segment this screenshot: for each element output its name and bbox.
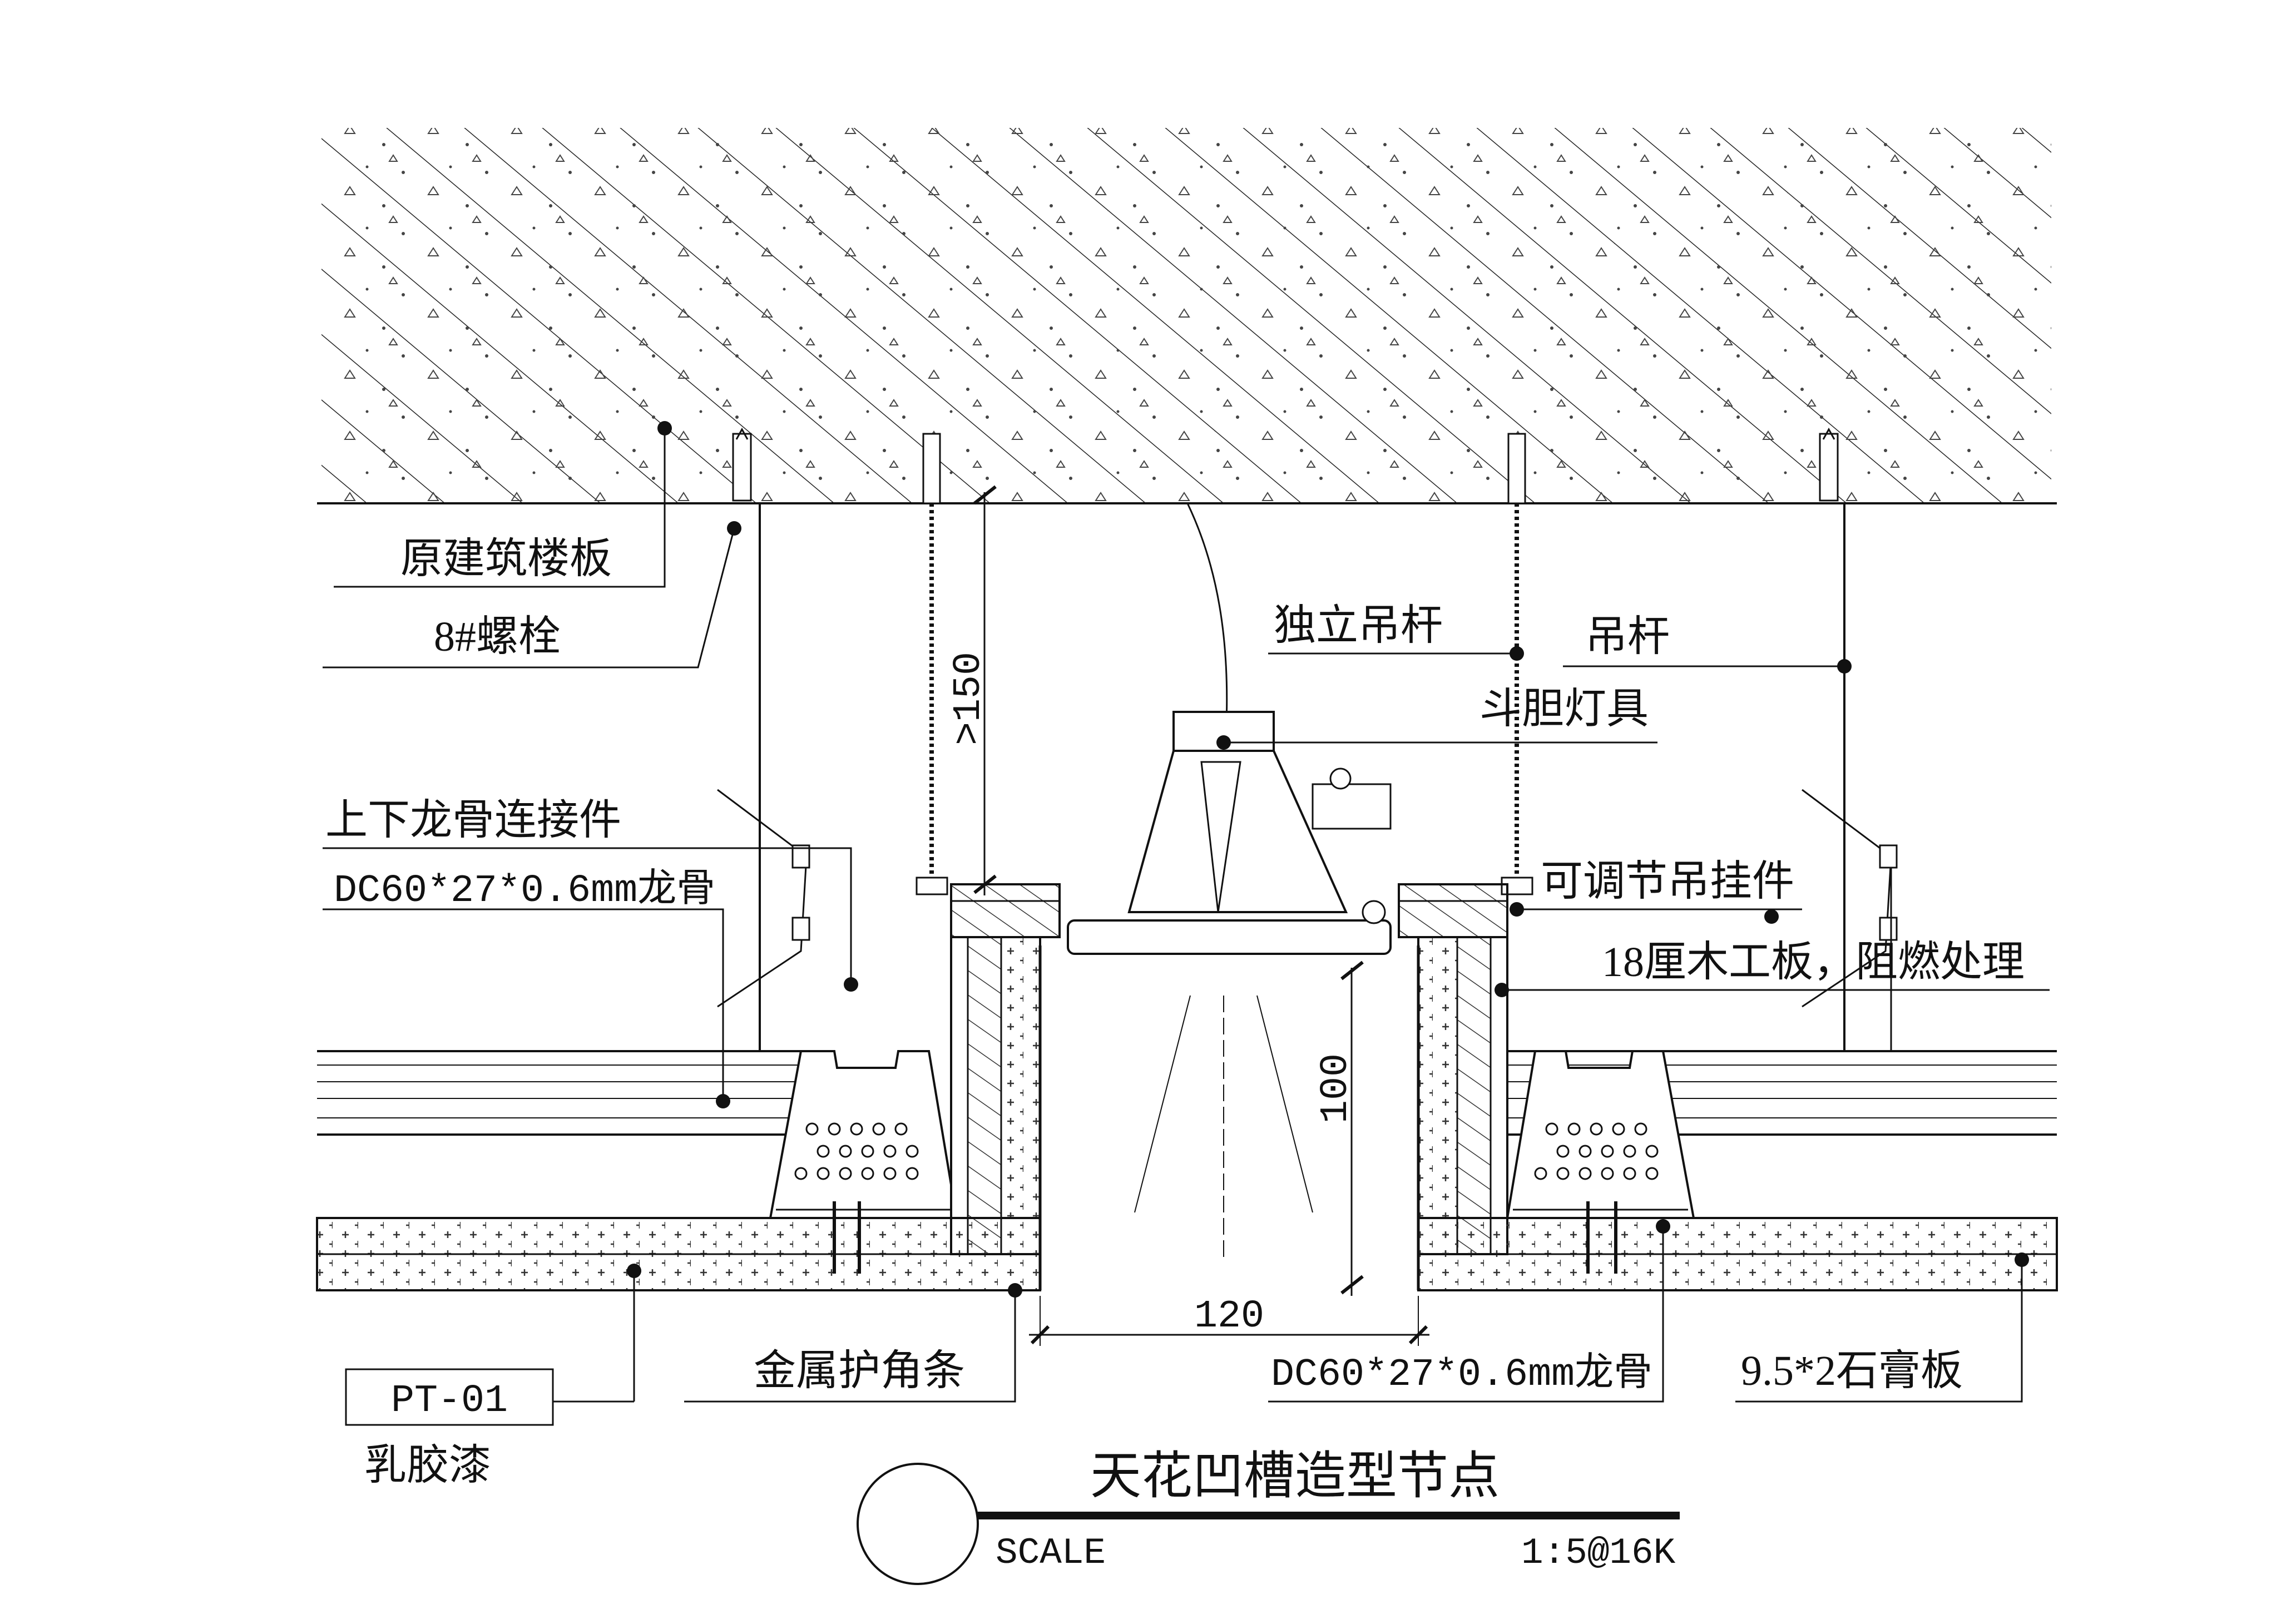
label-gypsum: 9.5*2石膏板	[1741, 1348, 1963, 1394]
plywood-top-boards	[950, 883, 1508, 938]
label-downlight: 斗胆灯具	[1479, 686, 1649, 732]
gypsum-board-ceiling	[316, 1201, 2058, 1291]
label-paint: 乳胶漆	[364, 1442, 491, 1489]
leader-lines	[323, 428, 2050, 1403]
label-floor-slab: 原建筑楼板	[400, 536, 612, 582]
main-keel	[317, 1050, 2057, 1136]
title-block: 天花凹槽造型节点 SCALE 1:5@16K	[857, 1448, 1680, 1585]
scale-value: 1:5@16K	[1521, 1532, 1676, 1574]
downlight-fixture	[1067, 711, 1392, 1262]
label-adjustable-hanger: 可调节吊挂件	[1541, 858, 1794, 905]
floor-slab	[317, 128, 2057, 504]
c-channel-keel-right	[1506, 1050, 1695, 1219]
paint-code-box	[345, 1368, 554, 1426]
label-keel-right: DC60*27*0.6mm龙骨	[1271, 1351, 1652, 1397]
scale-label: SCALE	[996, 1532, 1106, 1574]
paint-code: PT-01	[391, 1379, 508, 1423]
label-connector: 上下龙骨连接件	[325, 797, 621, 844]
dim-height-min: >150	[947, 652, 991, 745]
keel-connectors	[717, 789, 1898, 1051]
label-rod: 吊杆	[1585, 613, 1670, 660]
drawing-title: 天花凹槽造型节点	[1090, 1448, 1500, 1504]
c-channel-keel-left	[769, 1050, 958, 1219]
label-bolt: 8#螺栓	[434, 613, 561, 660]
dim-width: 120	[1194, 1295, 1264, 1339]
label-plywood: 18厘木工板，阻燃处理	[1602, 939, 2025, 986]
label-independent-rod: 独立吊杆	[1274, 602, 1443, 649]
groove-wall-right	[1417, 936, 1508, 1290]
groove-wall-left	[950, 936, 1042, 1290]
detail-symbol	[857, 1463, 979, 1585]
leader-dots	[627, 421, 2029, 1298]
label-metal-corner: 金属护角条	[754, 1348, 965, 1394]
dim-depth: 100	[1314, 1053, 1358, 1123]
dimension-lines	[973, 485, 1429, 1346]
label-keel-left: DC60*27*0.6mm龙骨	[334, 868, 715, 913]
hanger-rods	[732, 427, 1845, 1051]
